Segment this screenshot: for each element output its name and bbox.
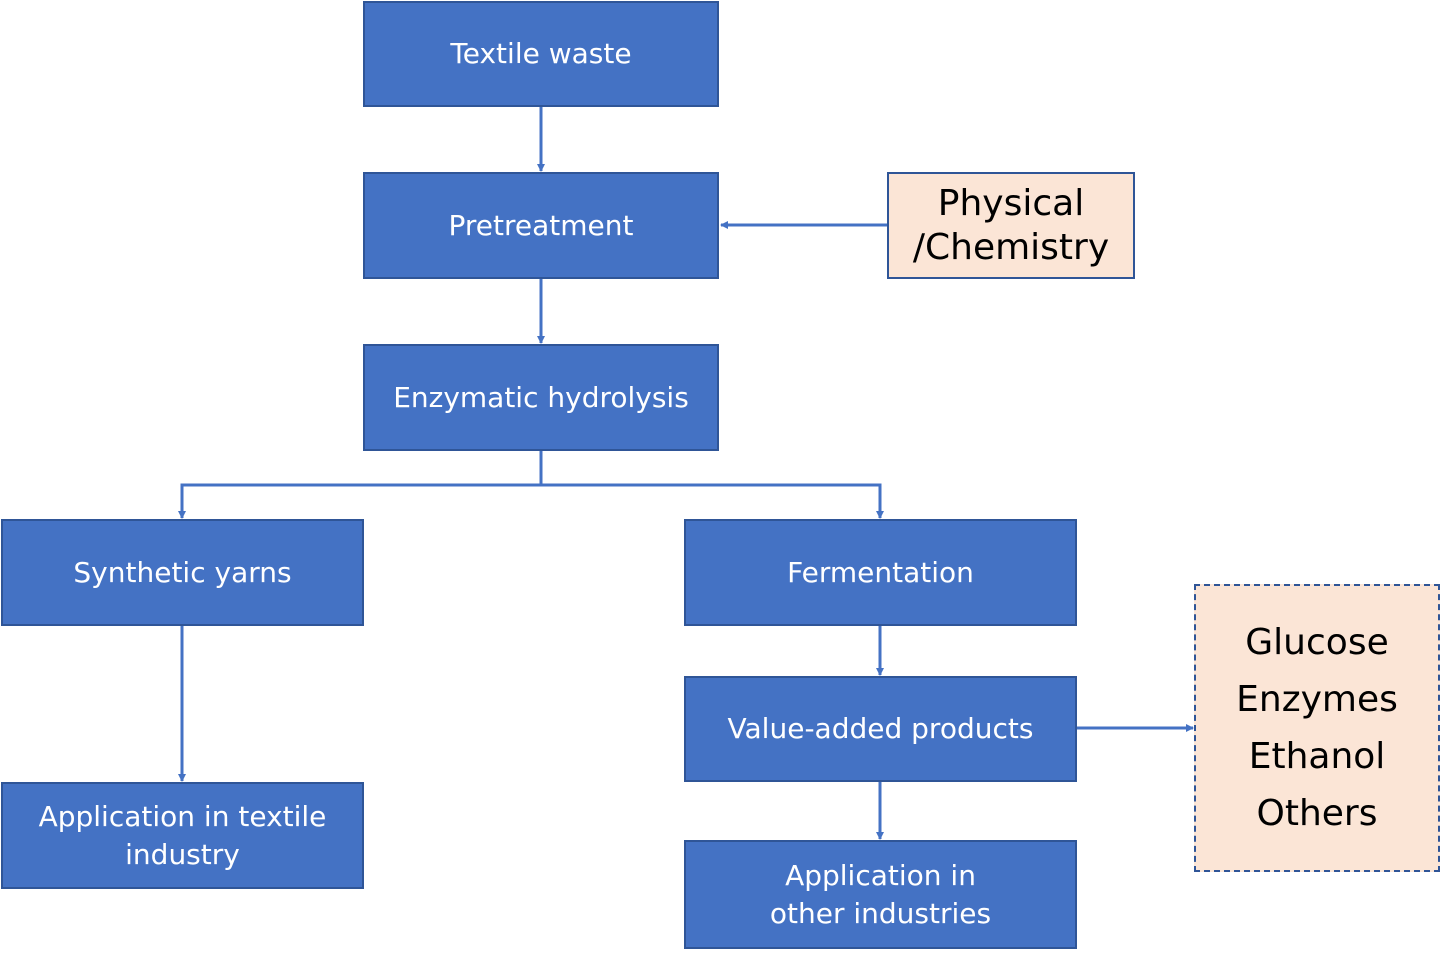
- node-label: Pretreatment: [448, 208, 634, 242]
- node-products-box: Glucose Enzymes Ethanol Others: [1194, 584, 1440, 872]
- products-list: Glucose Enzymes Ethanol Others: [1236, 621, 1398, 836]
- node-enzymatic-hydrolysis: Enzymatic hydrolysis: [363, 344, 719, 451]
- node-label: Value-added products: [727, 712, 1034, 746]
- node-label: Physical /Chemistry: [912, 183, 1110, 268]
- edge-hydrolysis-to-synthetic-yarns: [178, 451, 543, 519]
- node-label: Application in textile industry: [38, 799, 327, 871]
- product-item: Ethanol: [1248, 736, 1386, 777]
- node-textile-waste: Textile waste: [363, 1, 719, 107]
- product-item: Glucose: [1245, 621, 1389, 663]
- node-label: Enzymatic hydrolysis: [393, 380, 689, 414]
- product-item: Others: [1256, 793, 1378, 835]
- edge-hydrolysis-to-fermentation: [541, 483, 884, 519]
- node-label: Synthetic yarns: [73, 555, 292, 589]
- node-label: Application in other industries: [769, 858, 992, 930]
- node-physical-chemistry: Physical /Chemistry: [887, 172, 1135, 279]
- node-label: Fermentation: [787, 555, 974, 589]
- product-item: Enzymes: [1236, 678, 1398, 720]
- node-application-textile: Application in textile industry: [1, 782, 364, 889]
- node-label: Textile waste: [450, 37, 632, 71]
- node-application-other: Application in other industries: [684, 840, 1077, 949]
- node-fermentation: Fermentation: [684, 519, 1077, 626]
- node-synthetic-yarns: Synthetic yarns: [1, 519, 364, 626]
- node-value-added-products: Value-added products: [684, 676, 1077, 782]
- node-pretreatment: Pretreatment: [363, 172, 719, 279]
